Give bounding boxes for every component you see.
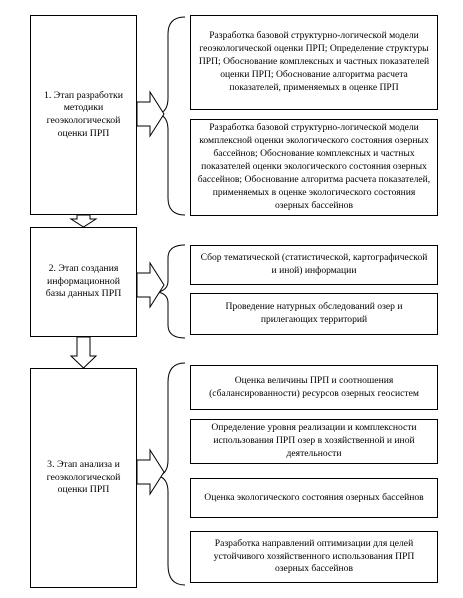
down-arrow-2-3 [69, 336, 98, 369]
stage-3-item-3-text: Оценка экологического состояния озерных … [204, 491, 424, 503]
stage-3-item-4-text: Разработка направлений оптимизации для ц… [213, 537, 415, 575]
stage-3-item-1-text: Оценка величины ПРП и соотношения (сбала… [209, 374, 419, 399]
stage-1-box: 1. Этап разработки методики геоэкологиче… [30, 15, 137, 215]
stage-3-label: 3. Этап анализа и геоэкологической оценк… [46, 458, 121, 496]
stage-2-box: 2. Этап создания информационной базы дан… [30, 227, 137, 337]
stage-3-item-4: Разработка направлений оптимизации для ц… [190, 531, 438, 583]
stage-3-box: 3. Этап анализа и геоэкологической оценк… [30, 368, 137, 588]
arrow-stage-1 [136, 90, 165, 138]
brace-stage-2 [157, 244, 186, 339]
stage-2-item-2: Проведение натурных обследований озер и … [190, 293, 438, 335]
stage-1-label: 1. Этап разработки методики геоэкологиче… [44, 89, 123, 139]
down-arrow-1-2 [69, 214, 98, 228]
stage-2-item-1: Сбор тематической (статистической, карто… [190, 245, 438, 285]
stage-3-item-2: Определение уровня реализации и комплекс… [190, 419, 438, 464]
stage-1-item-2: Разработка базовой структурно-логической… [190, 119, 438, 216]
stage-3-item-3: Оценка экологического состояния озерных … [190, 478, 438, 518]
stage-2-label: 2. Этап создания информационной базы дан… [45, 262, 122, 300]
arrow-stage-2 [136, 261, 165, 309]
stage-1-item-1-text: Разработка базовой структурно-логической… [198, 30, 430, 93]
stage-3-item-1: Оценка величины ПРП и соотношения (сбала… [190, 365, 438, 410]
arrow-stage-3 [136, 448, 165, 496]
stage-2-item-2-text: Проведение натурных обследований озер и … [225, 301, 403, 325]
stage-1-item-2-text: Разработка базовой структурно-логической… [197, 122, 431, 211]
stage-2-item-1-text: Сбор тематической (статистической, карто… [200, 252, 428, 276]
stage-3-item-2-text: Определение уровня реализации и комплекс… [211, 422, 417, 459]
stage-1-item-1: Разработка базовой структурно-логической… [190, 15, 438, 110]
